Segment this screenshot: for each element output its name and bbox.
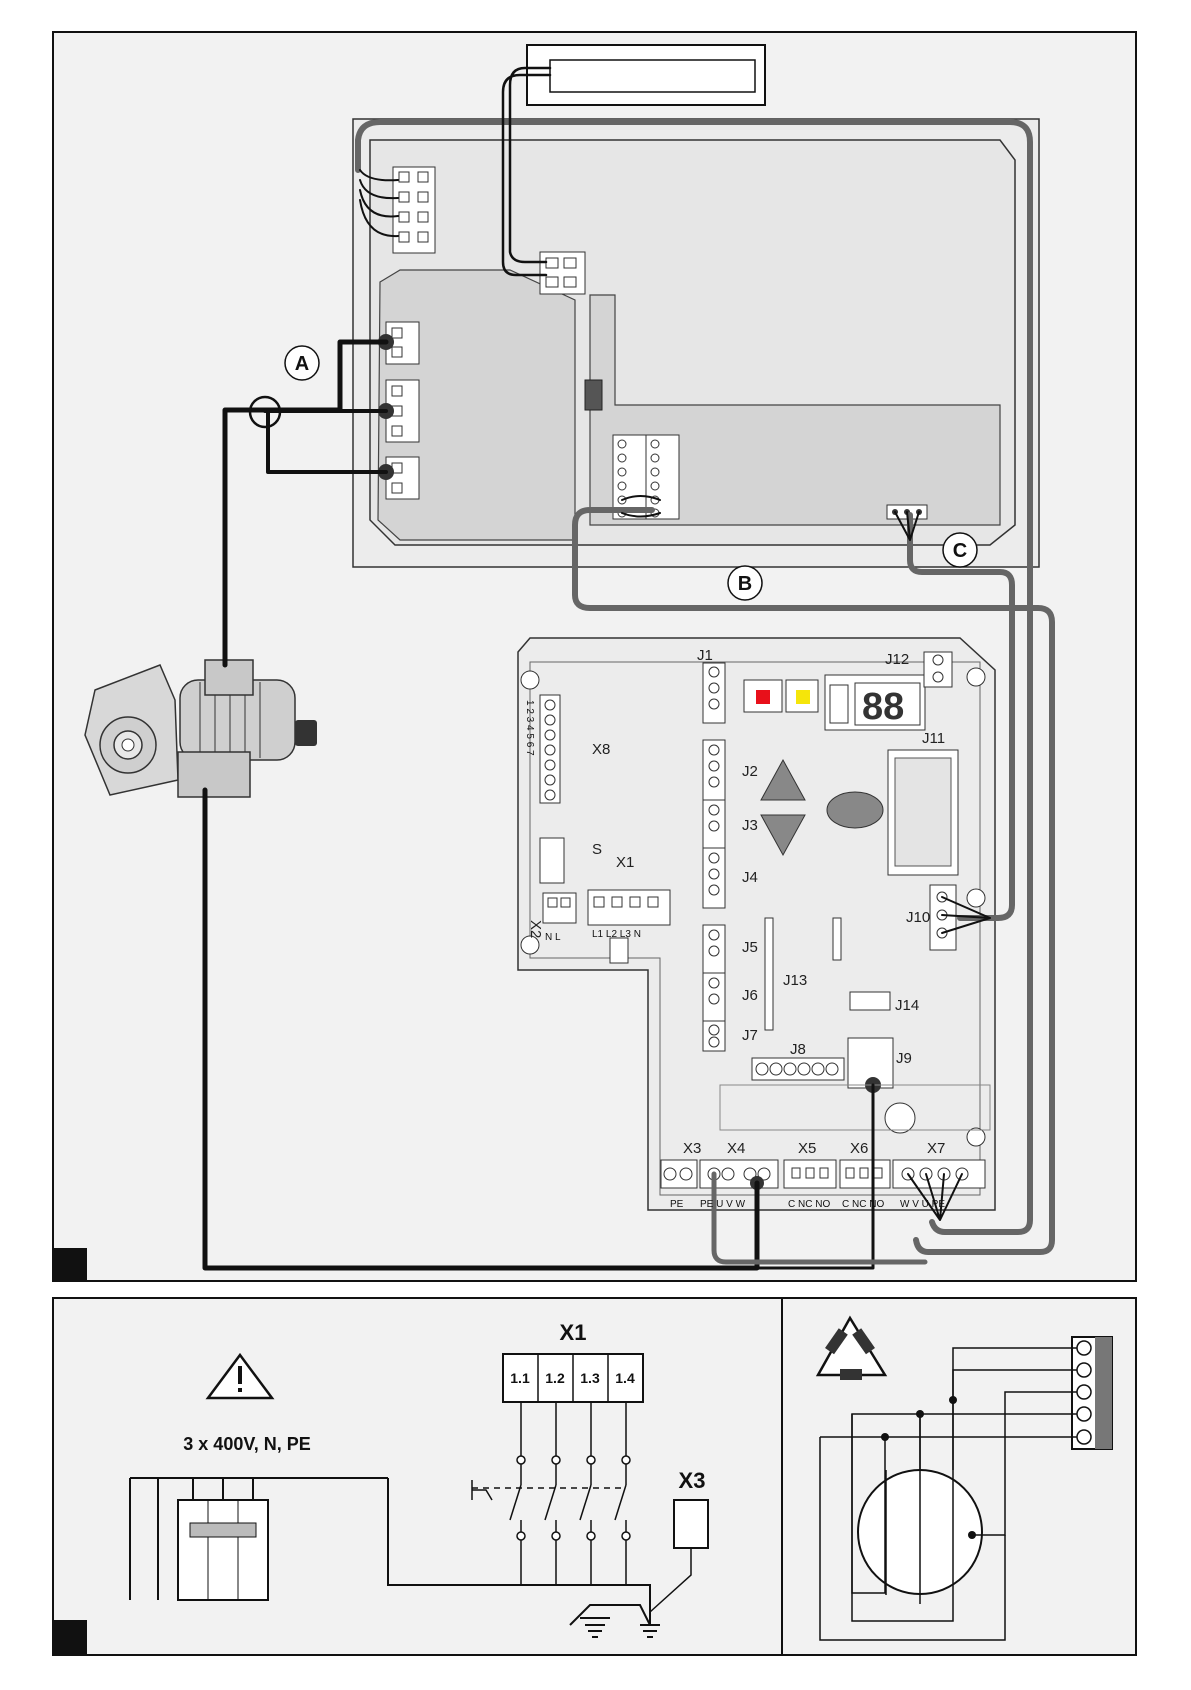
figure-marker-top [53,1248,87,1281]
label-x5: X5 [798,1140,816,1157]
callout-a: A [285,346,319,380]
label-x8: X8 [592,741,610,758]
label-x4-pins: PE U V W [700,1199,746,1210]
label-j13: J13 [783,972,807,989]
callout-b: B [728,566,762,600]
label-j2: J2 [742,763,758,780]
label-j14: J14 [895,997,919,1014]
bottom-left-panel: 3 x 400V, N, PE X1 1.1 1.2 1.3 1. [53,1298,782,1655]
x1-terminal-2: 1.2 [545,1370,565,1386]
svg-text:88: 88 [862,686,904,728]
aux-terminal-block [393,167,435,253]
x1-terminal-4: 1.4 [615,1370,635,1386]
label-x3: X3 [683,1140,701,1157]
label-j6: J6 [742,987,758,1004]
label-x8-pins: 1 2 3 4 5 6 7 [524,700,535,756]
label-x2: X2 [527,920,544,938]
label-j4: J4 [742,869,758,886]
label-j10: J10 [906,909,930,926]
label-x7-pins: W V U PE [900,1199,945,1210]
callout-b-label: B [738,573,752,595]
label-j3: J3 [742,817,758,834]
label-x2-pins: N L [545,932,561,943]
label-x6-pins: C NC NO [842,1199,884,1210]
x1-title: X1 [560,1320,587,1345]
label-x1-pins: L1 L2 L3 N [592,929,641,940]
label-x5-pins: C NC NO [788,1199,830,1210]
warning-lamp [527,45,765,105]
label-j12: J12 [885,651,909,668]
label-x3-pins: PE [670,1199,684,1210]
label-j7: J7 [742,1027,758,1044]
label-j9: J9 [896,1050,912,1067]
label-j11: J11 [922,730,945,747]
x3-title: X3 [679,1468,706,1493]
top-panel: 88 [53,32,1136,1281]
bottom-right-panel [782,1298,1136,1655]
motor-terminal-block [1072,1337,1112,1449]
supply-label: 3 x 400V, N, PE [183,1434,310,1454]
label-j8: J8 [790,1041,806,1058]
x1-terminal-strip: 1.1 1.2 1.3 1.4 [503,1354,643,1402]
contactor-terminal-block [613,435,679,519]
label-j1: J1 [697,647,713,664]
x1-terminal-3: 1.3 [580,1370,600,1386]
x3-terminal [674,1500,708,1548]
lamp-terminal [540,252,585,294]
callout-c: C [943,533,977,567]
label-x7: X7 [927,1140,945,1157]
label-j5: J5 [742,939,758,956]
label-s: S [592,841,602,858]
label-x4: X4 [727,1140,745,1157]
callout-a-label: A [295,353,309,375]
x1-terminal-1: 1.1 [510,1370,530,1386]
callout-c-label: C [953,540,967,562]
upper-enclosure [353,119,1039,567]
label-x6: X6 [850,1140,868,1157]
label-x1: X1 [616,854,634,871]
figure-marker-bottom [53,1620,87,1655]
